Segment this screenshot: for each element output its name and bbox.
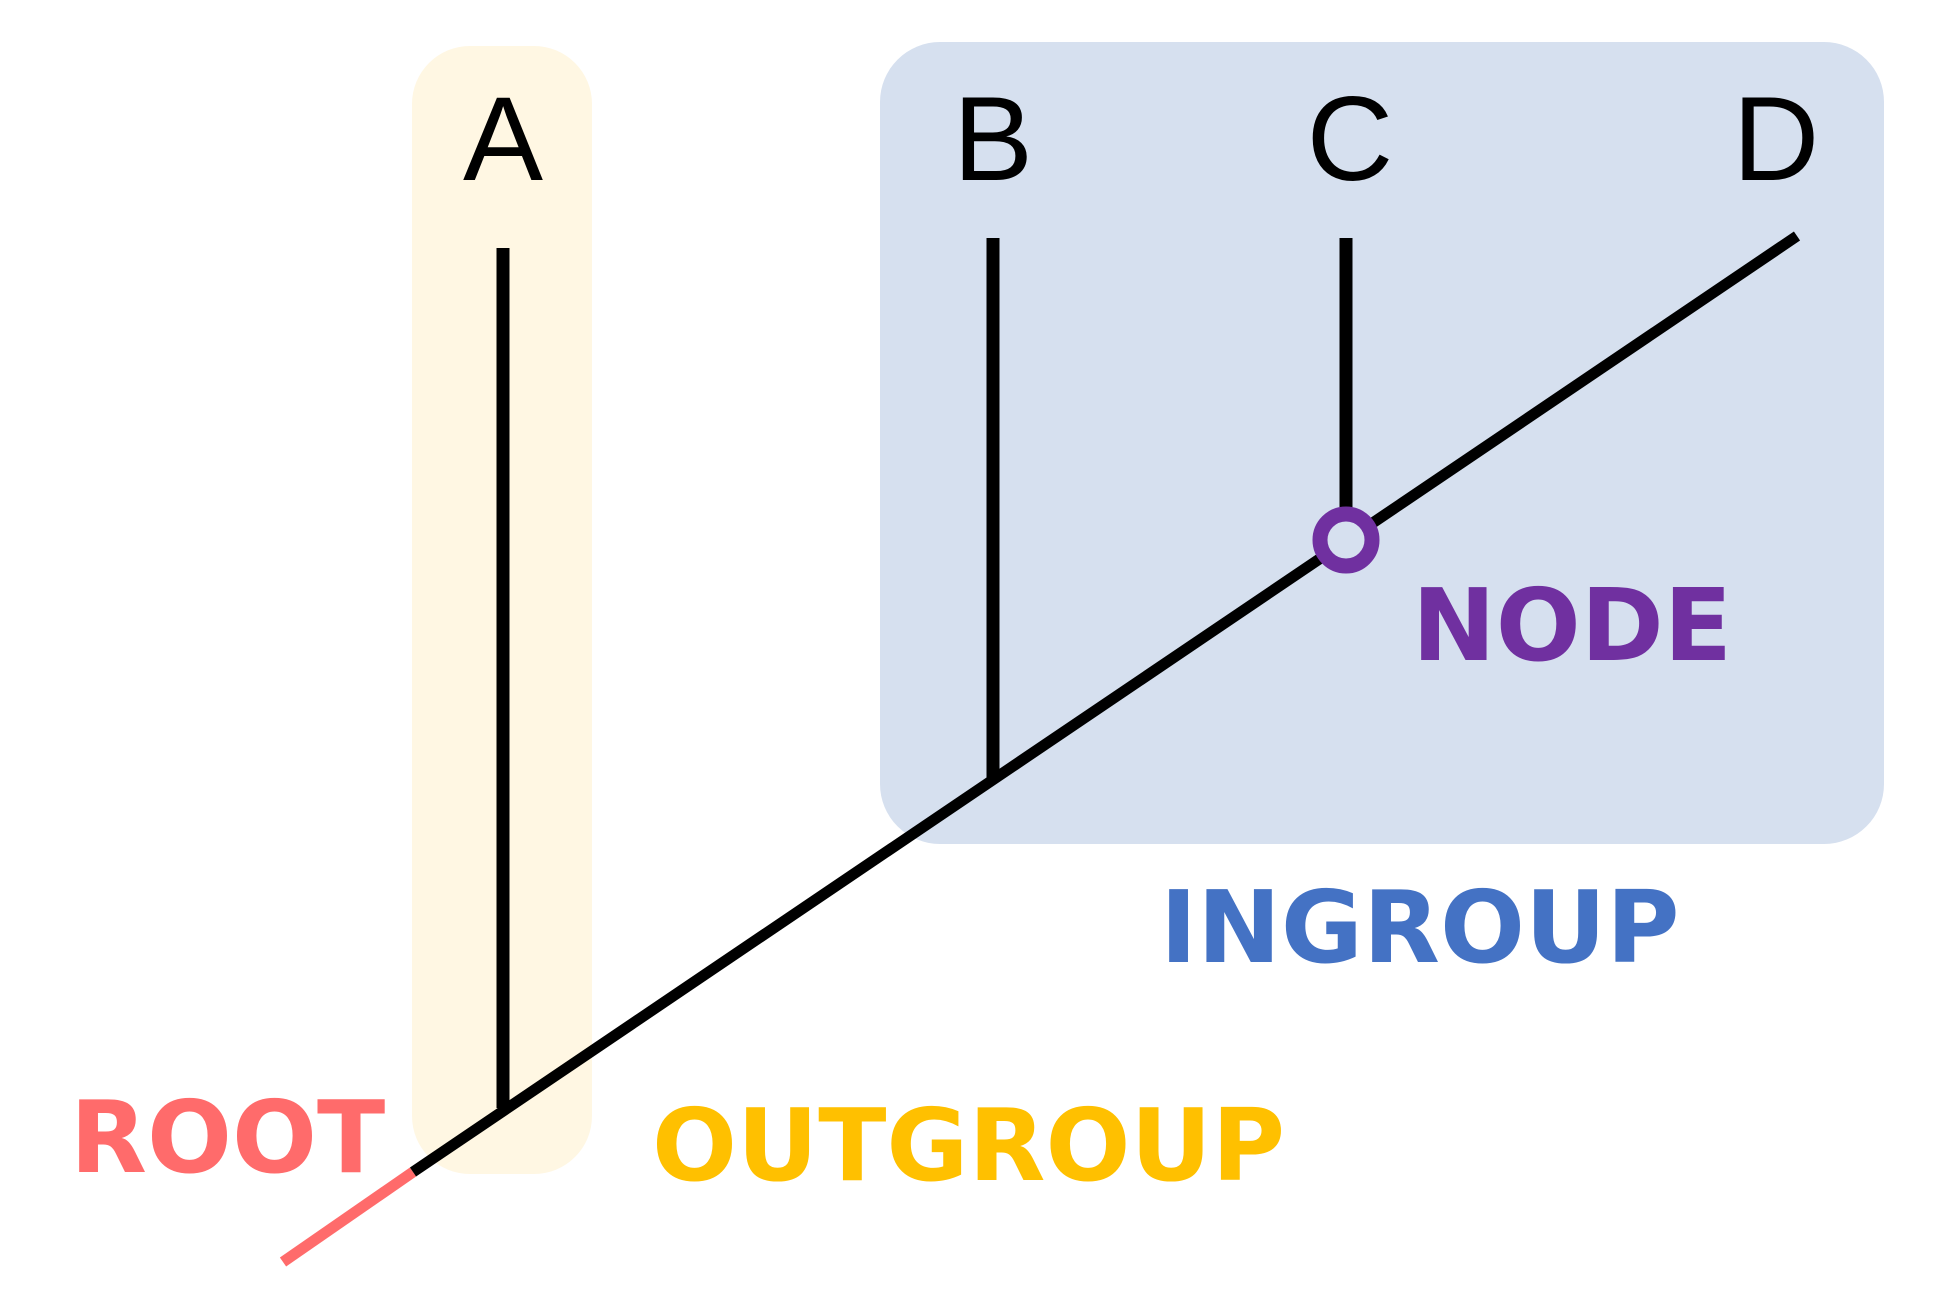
taxon-label-b: B [953, 72, 1033, 206]
node-label: NODE [1412, 567, 1732, 684]
taxon-label-a: A [463, 72, 543, 206]
ingroup-label: INGROUP [1160, 869, 1679, 986]
outgroup-label: OUTGROUP [652, 1087, 1285, 1204]
main-branch [409, 231, 1801, 1177]
ingroup-region [880, 42, 1884, 844]
root-label: ROOT [70, 1079, 385, 1196]
root-branch [279, 1167, 417, 1267]
node-marker [1312, 506, 1380, 574]
taxon-label-d: D [1733, 72, 1820, 206]
taxon-label-c: C [1307, 72, 1394, 206]
